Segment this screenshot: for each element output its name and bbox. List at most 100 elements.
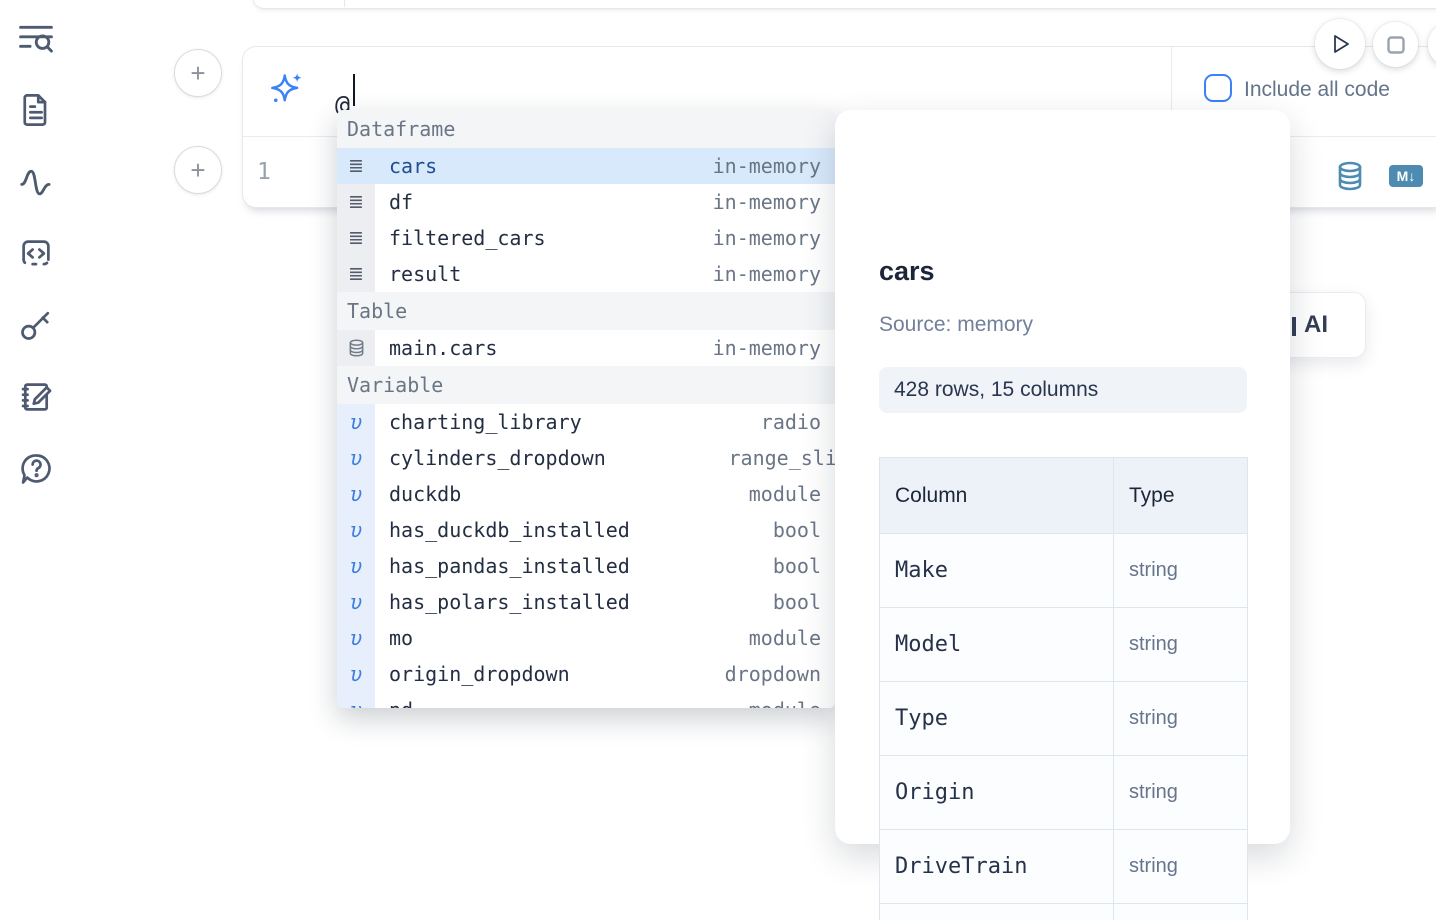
column-type: string bbox=[1114, 830, 1248, 904]
column-name: Type bbox=[880, 682, 1114, 756]
file-icon[interactable] bbox=[16, 90, 56, 130]
autocomplete-item[interactable]: υ pd module bbox=[337, 692, 835, 708]
text-caret bbox=[353, 74, 355, 106]
shape-badge: 428 rows, 15 columns bbox=[879, 367, 1247, 413]
autocomplete-section-header: Dataframe bbox=[337, 110, 835, 148]
item-type: bool bbox=[773, 518, 821, 542]
column-type: string bbox=[1114, 534, 1248, 608]
item-name: mo bbox=[389, 626, 413, 650]
key-icon[interactable] bbox=[16, 305, 56, 345]
item-name: result bbox=[389, 262, 461, 286]
schema-row bbox=[880, 904, 1248, 920]
item-name: has_duckdb_installed bbox=[389, 518, 630, 542]
column-type: string bbox=[1114, 756, 1248, 830]
variable-icon: υ bbox=[337, 440, 375, 476]
item-type: in-memory bbox=[713, 262, 821, 286]
item-type: in-memory bbox=[713, 190, 821, 214]
generate-with-ai-label: AI bbox=[1292, 311, 1328, 339]
item-name: filtered_cars bbox=[389, 226, 546, 250]
column-name: Origin bbox=[880, 756, 1114, 830]
previous-cell-bottom-edge bbox=[252, 0, 1436, 9]
column-name: Make bbox=[880, 534, 1114, 608]
item-name: cars bbox=[389, 154, 437, 178]
item-name: charting_library bbox=[389, 410, 582, 434]
table-icon bbox=[337, 330, 375, 366]
item-name: duckdb bbox=[389, 482, 461, 506]
line-number: 1 bbox=[257, 159, 271, 185]
variable-icon: υ bbox=[337, 656, 375, 692]
column-type bbox=[1114, 904, 1248, 920]
autocomplete-item[interactable]: υ has_pandas_installed bool bbox=[337, 548, 835, 584]
column-name bbox=[880, 904, 1114, 920]
item-name: has_polars_installed bbox=[389, 590, 630, 614]
item-type: bool bbox=[773, 554, 821, 578]
column-type: string bbox=[1114, 682, 1248, 756]
item-name: main.cars bbox=[389, 336, 497, 360]
autocomplete-section-header: Variable bbox=[337, 366, 835, 404]
run-cell-button[interactable] bbox=[1315, 19, 1365, 69]
column-name: Model bbox=[880, 608, 1114, 682]
autocomplete-item[interactable]: υ charting_library radio bbox=[337, 404, 835, 440]
scratchpad-icon[interactable] bbox=[16, 377, 56, 417]
preview-source: Source: memory bbox=[879, 313, 1033, 337]
item-type: in-memory bbox=[713, 226, 821, 250]
autocomplete-section-header: Table bbox=[337, 292, 835, 330]
item-type: module bbox=[749, 698, 821, 708]
autocomplete-item[interactable]: ≣ df in-memory bbox=[337, 184, 835, 220]
toc-search-icon[interactable] bbox=[16, 18, 56, 58]
schema-col-header: Type bbox=[1114, 458, 1248, 534]
variable-icon: υ bbox=[337, 620, 375, 656]
autocomplete-item[interactable]: υ origin_dropdown dropdown bbox=[337, 656, 835, 692]
sql-database-icon[interactable] bbox=[1336, 161, 1364, 196]
add-cell-button-bottom[interactable]: + bbox=[174, 146, 222, 194]
dataframe-preview-panel: cars Source: memory 428 rows, 15 columns… bbox=[835, 110, 1290, 844]
variable-icon: υ bbox=[337, 548, 375, 584]
autocomplete-item[interactable]: main.cars in-memory bbox=[337, 330, 835, 366]
item-name: df bbox=[389, 190, 413, 214]
variable-icon: υ bbox=[337, 476, 375, 512]
variable-icon: υ bbox=[337, 404, 375, 440]
dataframe-icon: ≣ bbox=[337, 184, 375, 220]
sidebar bbox=[0, 0, 72, 874]
item-type: bool bbox=[773, 590, 821, 614]
help-icon[interactable] bbox=[16, 449, 56, 489]
autocomplete-item[interactable]: υ has_polars_installed bool bbox=[337, 584, 835, 620]
snippets-icon[interactable] bbox=[16, 234, 56, 274]
item-name: origin_dropdown bbox=[389, 662, 570, 686]
schema-col-header: Column bbox=[880, 458, 1114, 534]
autocomplete-item[interactable]: υ has_duckdb_installed bool bbox=[337, 512, 835, 548]
markdown-icon[interactable]: M↓ bbox=[1389, 165, 1423, 187]
stop-button[interactable] bbox=[1373, 22, 1418, 67]
item-type: dropdown bbox=[725, 662, 821, 686]
item-type: in-memory bbox=[713, 336, 821, 360]
item-name: has_pandas_installed bbox=[389, 554, 630, 578]
item-type: radio bbox=[761, 410, 821, 434]
autocomplete-item[interactable]: ≣ filtered_cars in-memory bbox=[337, 220, 835, 256]
dataframe-icon: ≣ bbox=[337, 148, 375, 184]
variable-icon: υ bbox=[337, 512, 375, 548]
variable-icon: υ bbox=[337, 692, 375, 708]
variable-icon: υ bbox=[337, 584, 375, 620]
column-name: DriveTrain bbox=[880, 830, 1114, 904]
activity-icon[interactable] bbox=[16, 162, 56, 202]
item-name: pd bbox=[389, 698, 413, 708]
add-cell-button-top[interactable]: + bbox=[174, 49, 222, 97]
column-type: string bbox=[1114, 608, 1248, 682]
item-type: range_slider bbox=[729, 446, 836, 470]
dataframe-icon: ≣ bbox=[337, 220, 375, 256]
include-all-code-checkbox[interactable] bbox=[1204, 74, 1232, 102]
